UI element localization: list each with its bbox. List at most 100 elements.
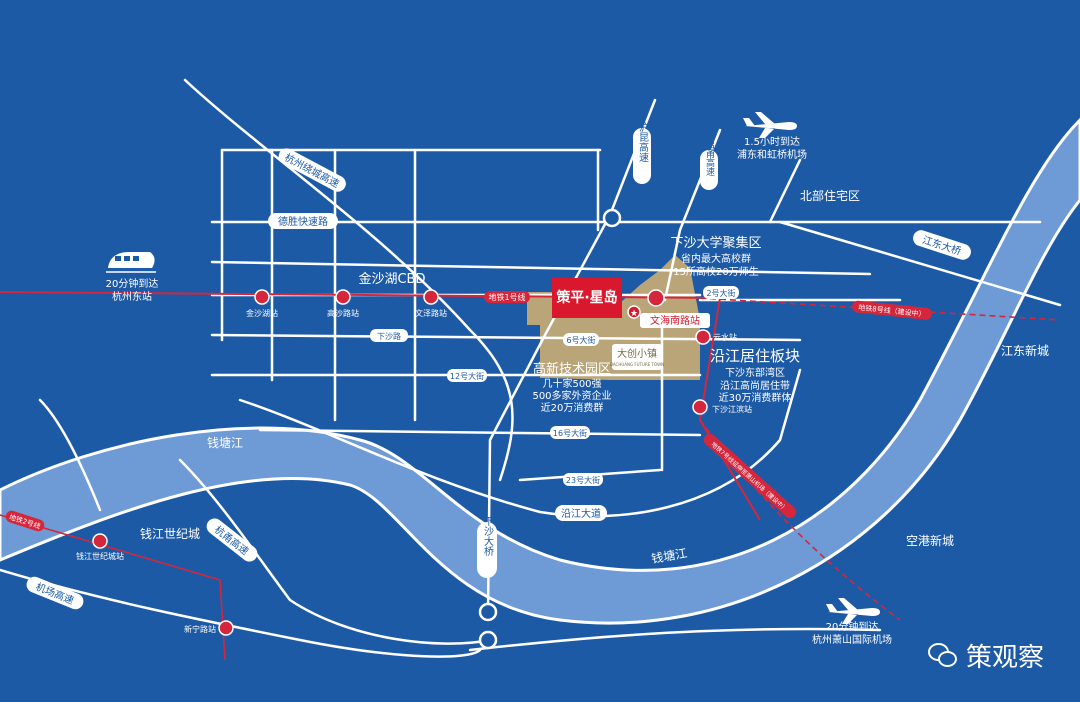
label-wenhainan-station: 文海南路站 [640,313,710,328]
svg-text:新宁路站: 新宁路站 [184,624,216,634]
station-yunshui: 云水站 [695,329,737,345]
svg-text:文海南路站: 文海南路站 [650,314,700,327]
label-riverside-line3: 近30万消费群体 [719,391,792,404]
road-airport [0,568,482,658]
label-hitech-line3: 近20万消费群 [541,401,604,414]
junction-hukun [602,208,622,228]
plane-icon-south [826,598,880,624]
label-riverside-line1: 下沙东部湾区 [725,366,785,379]
junction-south2 [478,630,498,650]
plane2-line2: 杭州萧山国际机场 [812,633,892,646]
svg-text:德胜快速路: 德胜快速路 [278,215,328,228]
svg-text:文泽路站: 文泽路站 [415,308,447,318]
road-xiasha [210,333,802,342]
svg-text:高沙路站: 高沙路站 [327,308,359,318]
svg-text:金沙湖站: 金沙湖站 [246,308,278,318]
qiantang-river [0,117,1080,625]
label-hitech-title: 高新技术园区 [533,361,611,377]
label-metro-line8: 地铁8号线（建设中） [852,300,932,320]
svg-text:下沙路: 下沙路 [377,331,401,341]
plane1-line2: 浦东和虹桥机场 [737,148,807,161]
label-hitech-line2: 500多家外资企业 [532,389,611,402]
svg-text:23号大街: 23号大街 [566,475,600,485]
label-road12: 12号大街 [447,369,487,382]
road-16 [258,428,702,437]
label-north-residential: 北部住宅区 [800,188,860,203]
station-jinshahu: 金沙湖站 [246,289,278,318]
train-line1: 20分钟到达 [106,277,159,290]
watermark: 策观察 [927,637,1044,674]
svg-text:大创小镇: 大创小镇 [617,347,657,360]
label-cbd: 金沙湖CBD [358,271,425,287]
train-line2: 杭州东站 [112,290,152,303]
label-river-west: 钱塘江 [207,435,243,450]
svg-text:6号大街: 6号大街 [566,335,595,345]
train-icon [106,252,156,273]
svg-text:DACHUANG FUTURE TOWN: DACHUANG FUTURE TOWN [610,362,664,367]
plane-icon-north [743,112,797,138]
station-qianjiangshiji: 钱江世纪城站 [76,533,124,561]
project-marker: 策平·星岛 ★ [552,278,641,319]
label-road16: 16号大街 [550,426,590,439]
label-road23: 23号大街 [563,473,603,486]
wechat-icon [927,642,958,669]
plane1-line1: 1.5小时到达 [744,136,800,148]
road-north-horizontal [210,260,872,276]
road-yanjiang [238,368,802,518]
metro-stations: 金沙湖站 高沙路站 文泽路站 云水站 下沙江滨站 钱江世纪城站 新宁路站 [76,289,752,636]
label-xiasha-bridge: 下沙大桥 [477,516,497,578]
label-university-line1: 省内最大高校群 [681,252,751,265]
station-wenze: 文泽路站 [415,289,447,318]
road-hangzhou-ring [183,78,514,482]
junction-south [478,602,498,622]
label-university-title: 下沙大学聚集区 [670,235,761,251]
dachuang-town: 大创小镇 DACHUANG FUTURE TOWN [610,344,664,370]
metro-line1 [0,291,761,521]
label-desheng: 德胜快速路 [268,213,338,229]
svg-text:16号大街: 16号大街 [553,428,587,438]
svg-text:沿江大道: 沿江大道 [561,507,601,520]
svg-text:2号大街: 2号大街 [706,288,735,298]
svg-text:地铁1号线: 地铁1号线 [488,292,525,302]
road-jiangdong-bridge [778,220,1062,307]
label-qiyong: 启甬高速 [700,139,718,190]
label-road2: 2号大街 [703,286,739,299]
label-hukun: 沪昆高速 [633,121,651,184]
label-riverside-title: 沿江居住板块 [710,347,800,365]
label-qianjiang-century: 钱江世纪城 [140,526,200,541]
label-airport-hwy: 机场高速 [26,576,84,610]
svg-text:下沙江滨站: 下沙江滨站 [712,404,752,414]
svg-text:云水站: 云水站 [713,332,737,342]
svg-text:沪昆高速: 沪昆高速 [637,121,649,162]
svg-text:★: ★ [630,309,638,319]
svg-text:下沙大桥: 下沙大桥 [482,516,494,557]
road-left-diag [38,398,102,512]
station-xiashajiangbin: 下沙江滨站 [692,399,752,415]
road-labels: 杭州绕城高速 德胜快速路 沪昆高速 启甬高速 江东大桥 下沙路 12号大街 6号… [26,121,971,610]
label-metro-line1: 地铁1号线 [484,291,530,303]
svg-text:12号大街: 12号大街 [450,371,484,381]
svg-text:钱江世纪城站: 钱江世纪城站 [76,551,124,561]
road-north-diag [768,158,802,224]
label-yanjiang: 沿江大道 [555,505,607,521]
metro-line7 [699,419,901,621]
label-airport-city: 空港新城 [906,533,954,548]
station-xinning: 新宁路站 [184,620,234,636]
svg-text:启甬高速: 启甬高速 [704,139,715,177]
label-jiangdong: 江东新城 [1001,343,1049,358]
label-metro-line7: 地铁7号线延伸至萧山机场（建设中） [703,433,797,519]
label-university-line2: 15所高校20万师生 [673,265,758,278]
label-jiangdong-bridge: 江东大桥 [913,230,971,260]
label-road6: 6号大街 [563,333,599,346]
station-gaosha: 高沙路站 [327,289,359,318]
watermark-text: 策观察 [965,643,1044,673]
station-wenhainan [647,289,665,307]
plane2-line1: 20分钟到达 [826,620,879,633]
label-hitech-line1: 几十家500强 [542,377,601,390]
svg-text:策平·星岛: 策平·星岛 [555,289,617,306]
label-riverside-line2: 沿江高尚居住带 [720,379,790,392]
road-hangnan [178,458,492,645]
label-river-east: 钱塘江 [650,545,688,566]
road-south [468,627,882,652]
